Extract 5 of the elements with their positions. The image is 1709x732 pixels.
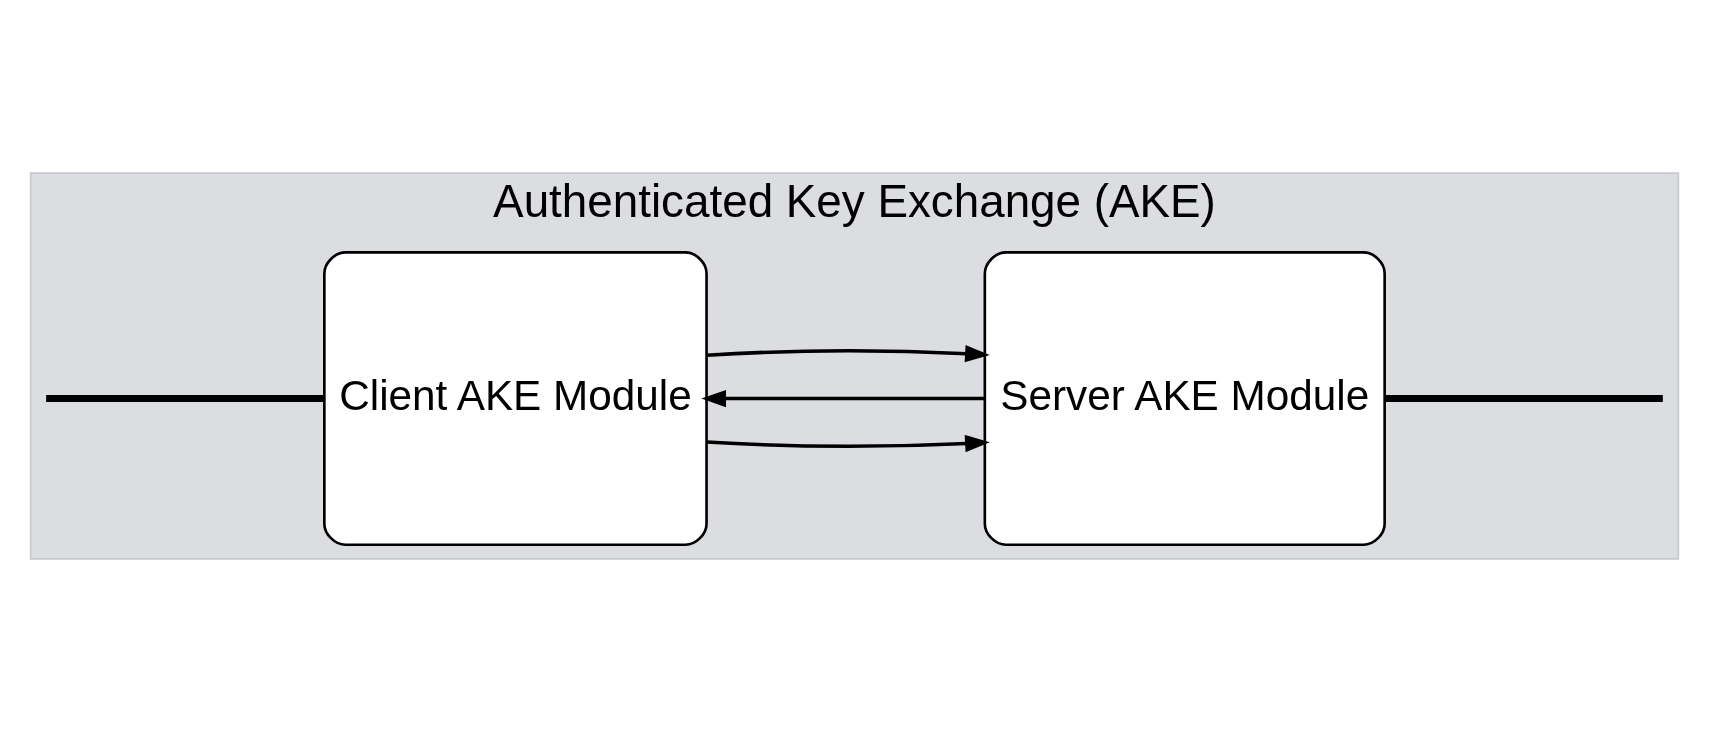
arrow: [706, 345, 990, 363]
node-box: Client AKE Module: [323, 251, 708, 547]
arrow: [701, 389, 985, 408]
arrow: [706, 434, 990, 453]
node-box: Server AKE Module: [983, 251, 1386, 547]
